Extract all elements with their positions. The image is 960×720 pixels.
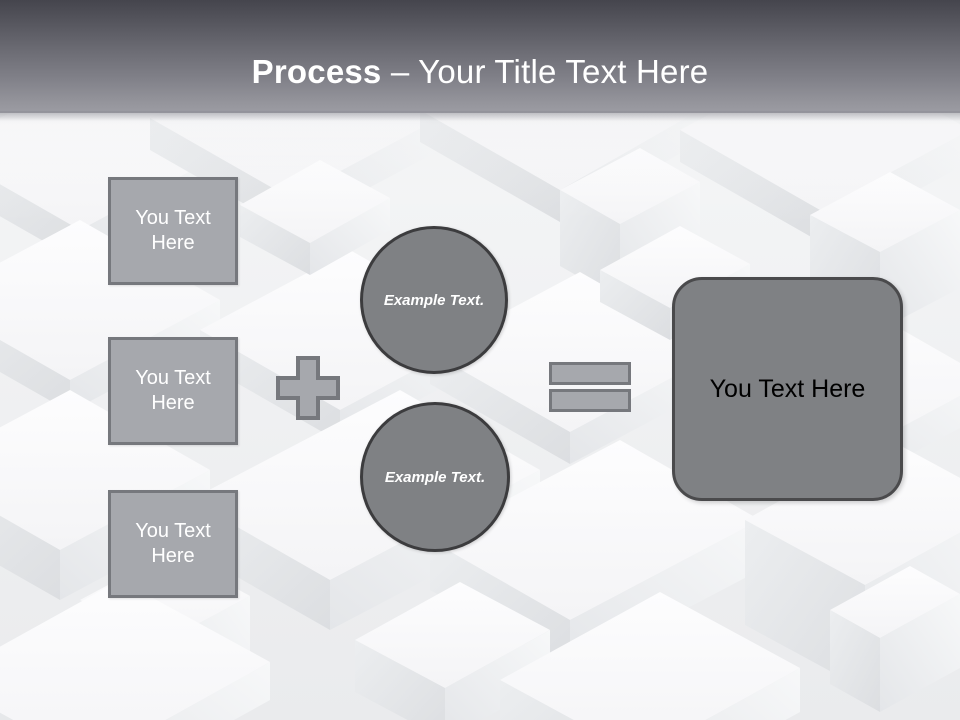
modifier-circle-1-label: Example Text. — [383, 291, 485, 309]
title-bar — [0, 0, 960, 121]
input-box-1-label: You Text Here — [135, 207, 211, 254]
input-box-3[interactable]: You Text Here — [108, 490, 238, 598]
plus-icon[interactable] — [276, 356, 340, 420]
input-box-2[interactable]: You Text Here — [108, 337, 238, 445]
equals-icon-bar-bottom — [549, 389, 631, 412]
result-box[interactable]: You Text Here — [672, 277, 903, 501]
modifier-circle-2-label: Example Text. — [384, 468, 486, 486]
modifier-circle-2[interactable]: Example Text. — [360, 402, 510, 552]
page-title-emphasis: Process — [251, 53, 382, 90]
equals-icon[interactable] — [549, 360, 631, 414]
result-box-label: You Text Here — [709, 375, 866, 403]
page-title-rest: – Your Title Text Here — [381, 53, 709, 90]
equals-icon-bar-top — [549, 362, 631, 385]
input-box-2-label: You Text Here — [135, 367, 211, 414]
input-box-1[interactable]: You Text Here — [108, 177, 238, 285]
input-box-3-label: You Text Here — [135, 520, 211, 567]
page-title: Process – Your Title Text Here — [0, 52, 960, 92]
modifier-circle-1[interactable]: Example Text. — [360, 226, 508, 374]
